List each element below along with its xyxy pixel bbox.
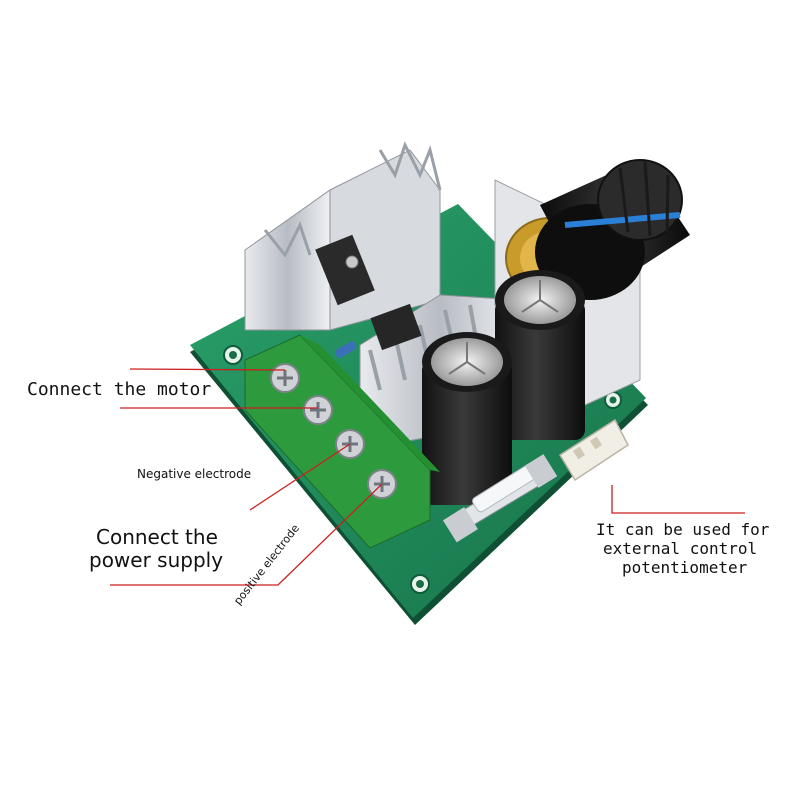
capacitor-rear xyxy=(495,270,585,440)
external-control-label-line1: It can be used for xyxy=(596,520,770,539)
connect-power-label-line2: power supply xyxy=(89,548,224,572)
heatsink-left xyxy=(244,141,442,331)
capacitor-front xyxy=(422,332,512,505)
external-control-label-line2: external control xyxy=(603,539,758,558)
external-control-label-line3: potentiometer xyxy=(622,558,748,577)
control-knob xyxy=(535,159,690,300)
knob-stripe xyxy=(564,212,681,228)
resistor xyxy=(335,341,357,358)
motor-line-1 xyxy=(129,368,286,371)
negative-electrode-label: Negative electrode xyxy=(137,467,252,481)
external-connector xyxy=(558,418,629,482)
external-line xyxy=(611,485,745,514)
connect-motor-label: Connect the motor xyxy=(27,379,212,400)
screw-terminal-1 xyxy=(270,363,300,393)
power-line xyxy=(110,483,383,586)
terminal-block xyxy=(244,334,440,549)
negative-line xyxy=(249,443,351,511)
screw-terminal-2 xyxy=(303,395,333,425)
leader-lines xyxy=(110,368,745,586)
connect-power-label-line1: Connect the xyxy=(96,525,218,549)
fuse-holder xyxy=(442,454,558,543)
